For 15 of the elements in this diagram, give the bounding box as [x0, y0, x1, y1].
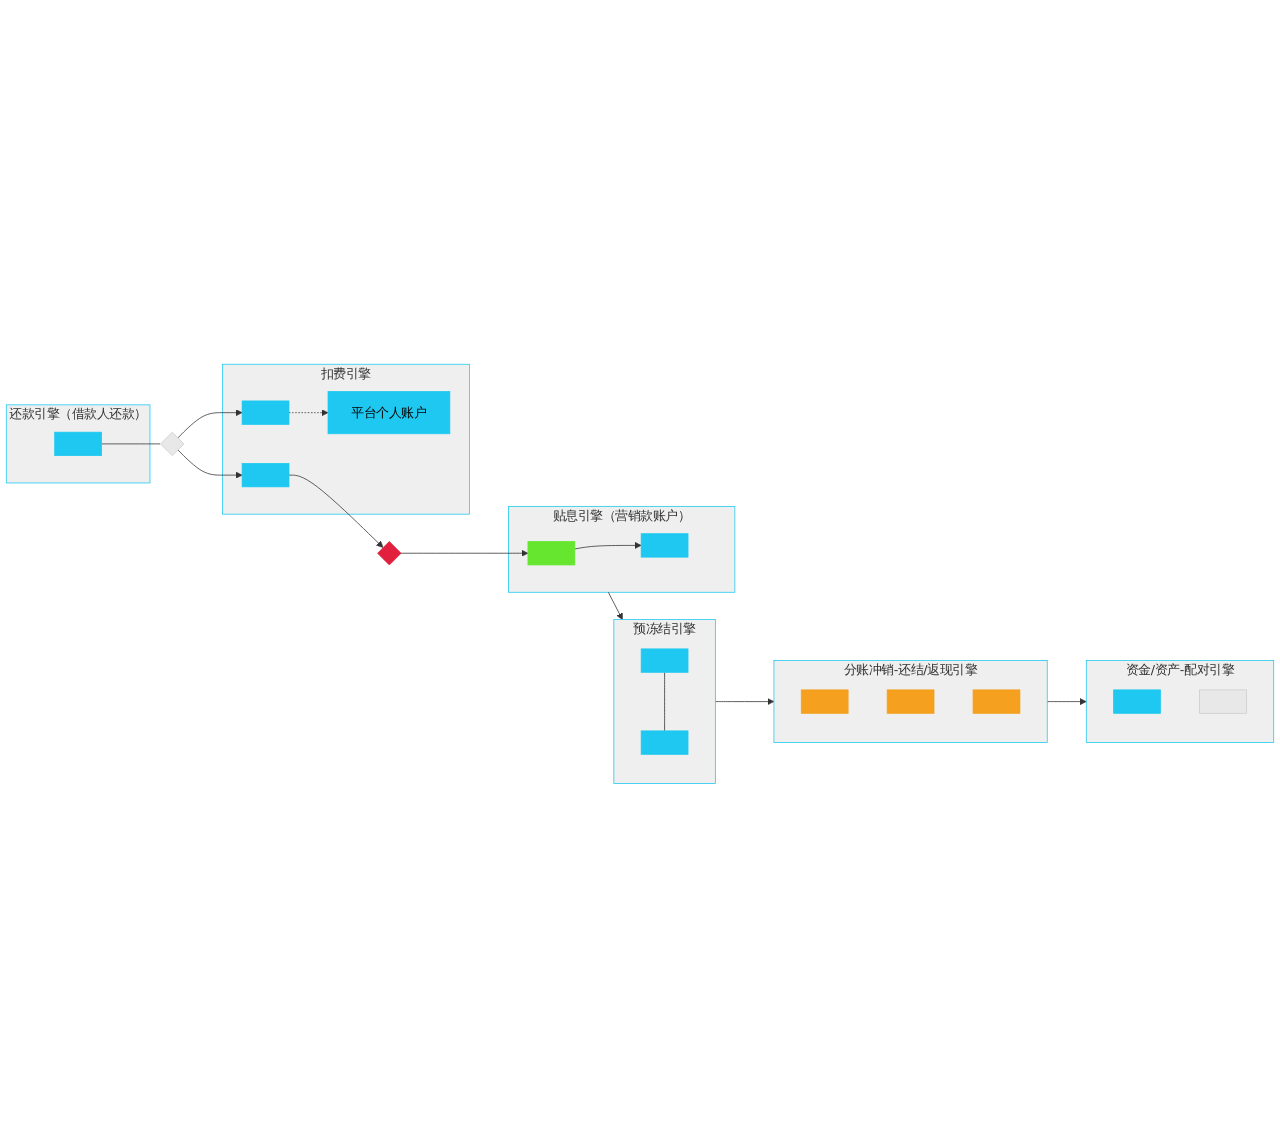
- node-diamond: [377, 540, 402, 565]
- node-box: [886, 688, 935, 713]
- node-box: [241, 399, 290, 424]
- connector: [664, 671, 665, 731]
- node-box: [1199, 688, 1247, 713]
- node-box: [972, 688, 1021, 713]
- node-box: [640, 647, 689, 672]
- node-box: [527, 540, 576, 565]
- node-box: [241, 462, 290, 487]
- node-box: [800, 688, 849, 713]
- node-diamond: [160, 430, 185, 456]
- node-box: [54, 430, 102, 456]
- node-box: [640, 729, 689, 754]
- node-box: [1113, 688, 1161, 713]
- node-box: [640, 532, 689, 557]
